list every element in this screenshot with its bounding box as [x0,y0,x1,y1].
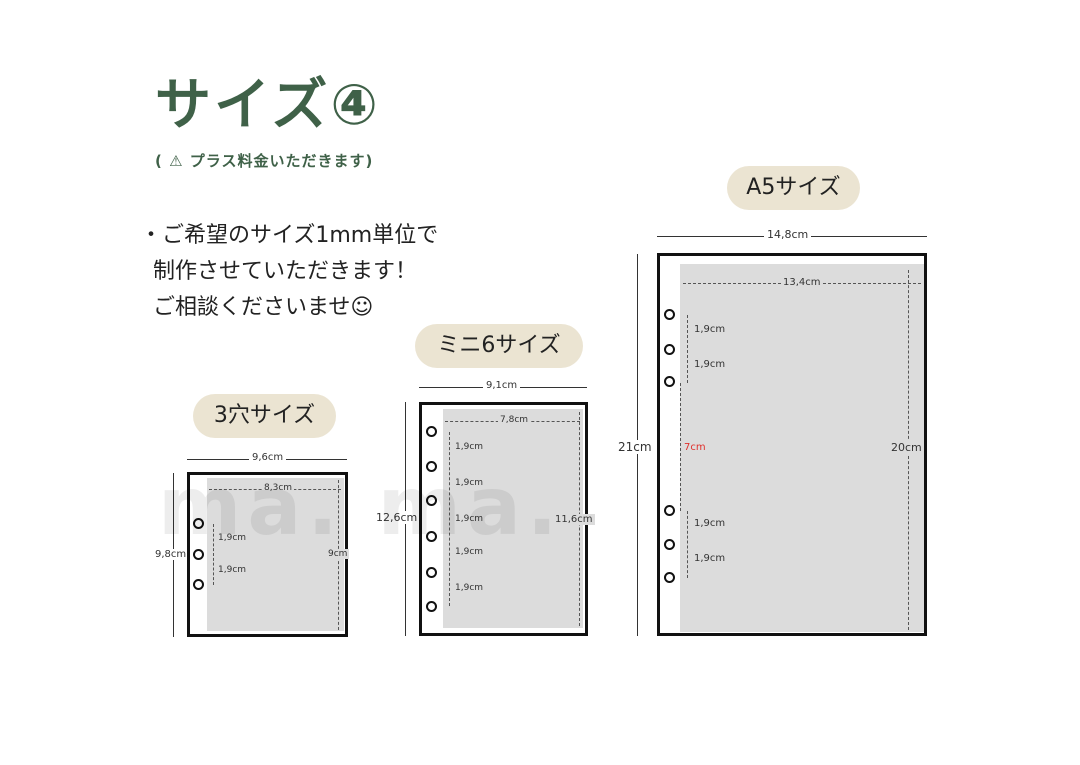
hole-icon [664,505,675,516]
watermark: ma. ma. [158,460,564,553]
three-hole-spacing-2: 1,9cm [216,565,249,575]
a5-spacing-2: 1,9cm [692,359,728,370]
three-hole-outer-width: 9,6cm [249,452,287,463]
hole-icon [664,376,675,387]
three-hole-page [207,478,344,631]
a5-middle-gap-line [680,383,681,511]
three-hole-outer-height: 9,8cm [152,549,190,560]
a5-page-width: 13,4cm [781,277,823,288]
mini6-spacing-4: 1,9cm [453,547,486,557]
extra-charge-note: ( ⚠ プラス料金いただきます) [155,152,374,170]
a5-page [680,264,924,632]
mini6-spacing-3: 1,9cm [453,514,486,524]
hole-icon [193,579,204,590]
a5-spacing-4: 1,9cm [692,553,728,564]
three-hole-size-label: 3穴サイズ [193,394,336,438]
mini6-page-width: 7,8cm [498,415,531,425]
a5-outer-width: 14,8cm [764,228,812,241]
mini6-outer-width: 9,1cm [483,380,521,391]
hole-icon [426,531,437,542]
description-line-2: 制作させていただきます！ [153,259,418,284]
description-line-1: ・ご希望のサイズ1mm単位で [140,223,439,248]
a5-spacing-1: 1,9cm [692,324,728,335]
mini6-spacing-1: 1,9cm [453,442,486,452]
hole-icon [664,309,675,320]
hole-icon [426,601,437,612]
a5-middle-gap: 7cm [682,442,708,453]
a5-page-height: 20cm [889,441,924,454]
description: ・ご希望のサイズ1mm単位で 制作させていただきます！ ご相談くださいませ☺ [140,218,438,326]
a5-size-label: A5サイズ [727,166,860,210]
hole-icon [664,572,675,583]
a5-spacing-3: 1,9cm [692,518,728,529]
mini6-page-height: 11,6cm [553,514,595,525]
hole-icon [664,344,675,355]
hole-icon [426,567,437,578]
hole-icon [193,518,204,529]
three-hole-spacing-1: 1,9cm [216,533,249,543]
page-title: サイズ④ [155,73,381,138]
mini6-spacing-2: 1,9cm [453,478,486,488]
hole-icon [426,495,437,506]
three-hole-spacing-line [213,524,214,585]
mini6-size-label: ミニ6サイズ [415,324,583,368]
hole-icon [426,426,437,437]
a5-spacing-line-top [687,315,688,383]
a5-spacing-line-bottom [687,511,688,578]
mini6-outer-height: 12,6cm [373,511,421,524]
hole-icon [426,461,437,472]
mini6-spacing-line [449,432,450,606]
a5-outer-height: 21cm [615,440,655,454]
hole-icon [193,549,204,560]
description-line-3: ご相談くださいませ☺ [153,295,374,320]
three-hole-page-width: 8,3cm [262,483,295,493]
mini6-spacing-5: 1,9cm [453,583,486,593]
hole-icon [664,539,675,550]
three-hole-page-height: 9cm [326,549,350,559]
